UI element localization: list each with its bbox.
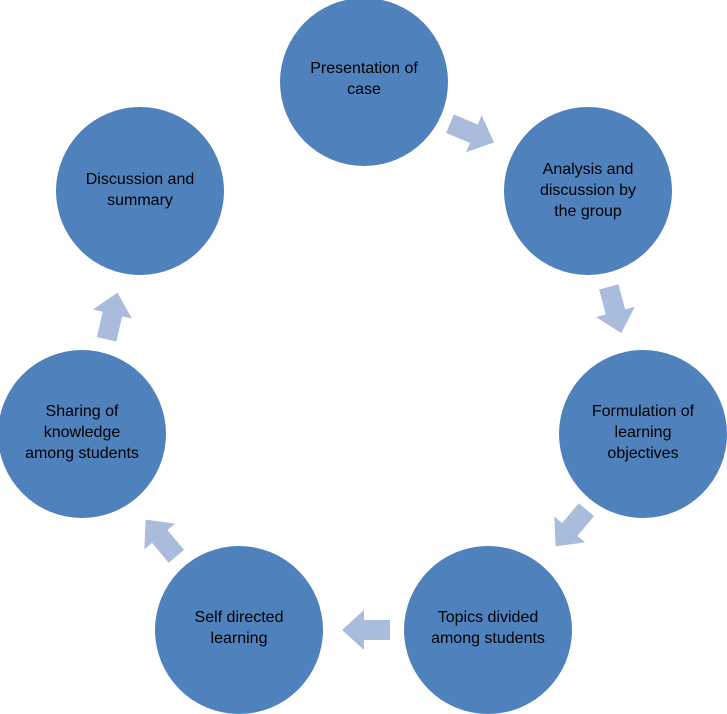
step-discussion-and-summary: Discussion and summary bbox=[56, 107, 224, 275]
step-label: Presentation of case bbox=[310, 60, 418, 98]
arrow-right-icon bbox=[540, 497, 601, 559]
step-label: Formulation of learning objectives bbox=[591, 403, 695, 462]
step-label: Topics divided among students bbox=[431, 609, 545, 647]
arrow-right-icon bbox=[87, 288, 137, 344]
step-self-directed-learning: Self directed learning bbox=[155, 546, 323, 714]
step-formulation-of-objectives: Formulation of learning objectives bbox=[559, 350, 727, 518]
arrow-right-icon bbox=[589, 282, 640, 339]
step-presentation-of-case: Presentation of case bbox=[280, 0, 448, 166]
arrow-right-icon bbox=[442, 105, 502, 161]
step-analysis-and-discussion: Analysis and discussion by the group bbox=[504, 107, 672, 275]
arrow-right-icon bbox=[342, 610, 390, 650]
step-label: Discussion and summary bbox=[85, 171, 195, 209]
arrow-right-icon bbox=[130, 507, 191, 569]
step-label: Analysis and discussion by the group bbox=[539, 161, 637, 220]
step-label: Sharing of knowledge among students bbox=[25, 403, 139, 462]
step-label: Self directed learning bbox=[194, 609, 284, 647]
step-sharing-of-knowledge: Sharing of knowledge among students bbox=[0, 350, 166, 518]
step-topics-divided: Topics divided among students bbox=[404, 546, 572, 714]
